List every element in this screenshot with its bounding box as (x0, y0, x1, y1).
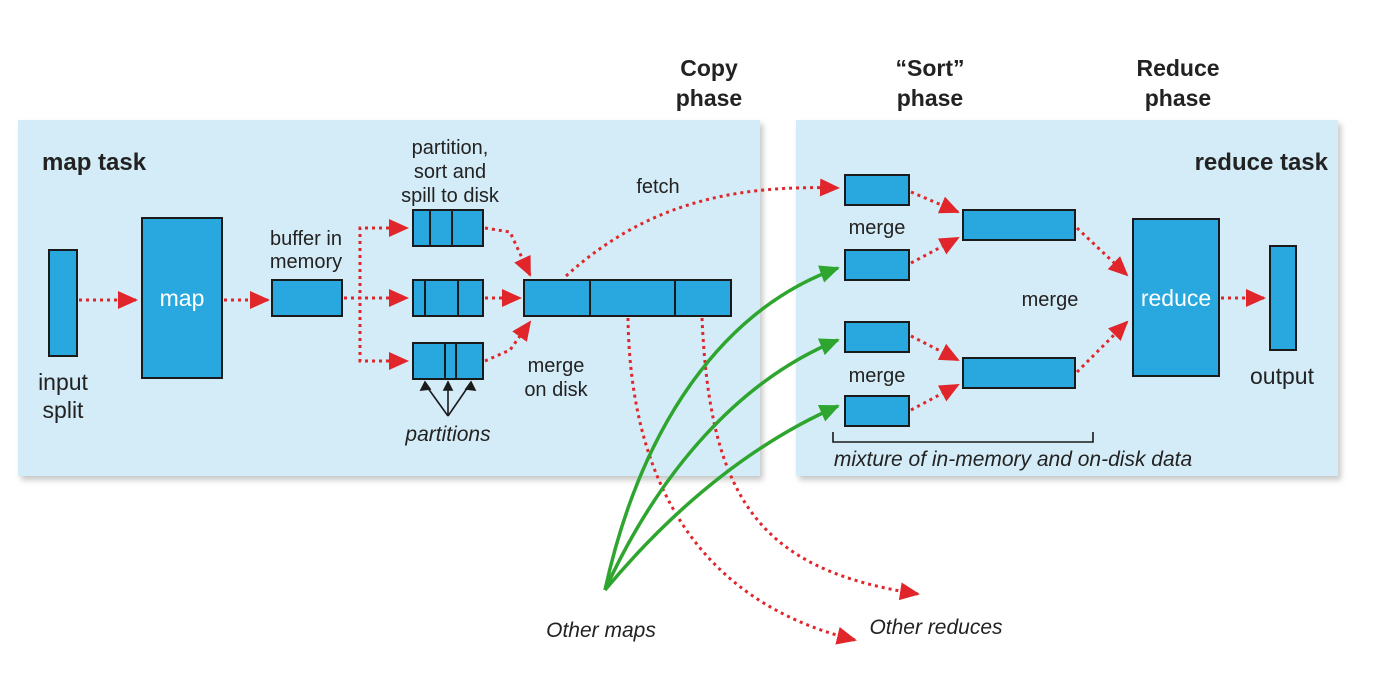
output-box (1269, 245, 1297, 351)
merge-label-top: merge (849, 217, 906, 239)
output-label: output (1250, 363, 1315, 389)
other-maps-label: Other maps (546, 619, 656, 642)
reduce-side-flow-arrows (910, 190, 1266, 412)
other-reduces-label: Other reduces (869, 616, 1003, 639)
merged-run-bottom (962, 357, 1076, 389)
input-split-label-1: input (38, 369, 88, 395)
partition-label-2: sort and (414, 161, 486, 183)
spill-file-top (412, 209, 484, 247)
mixture-label: mixture of in-memory and on-disk data (834, 448, 1192, 471)
reduce-label: reduce (1141, 285, 1211, 311)
input-split-box (48, 249, 78, 357)
reduce-task-title: reduce task (1195, 149, 1329, 176)
copied-segment-4 (844, 395, 910, 427)
reduce-box (1132, 218, 1220, 377)
buffer-box (271, 279, 343, 317)
copied-segment-3 (844, 321, 910, 353)
merged-run-top (962, 209, 1076, 241)
copied-segment-1 (844, 174, 910, 206)
partitions-label: partitions (404, 423, 491, 446)
buffer-label-2: memory (270, 251, 342, 273)
partition-label-1: partition, (412, 137, 489, 159)
copy-phase-label-2: phase (676, 85, 742, 111)
other-reduces-arrows (626, 317, 920, 645)
copied-segment-2 (844, 249, 910, 281)
map-side-flow-arrows (79, 219, 532, 370)
map-label: map (160, 285, 205, 311)
buffer-label-1: buffer in (270, 228, 342, 250)
fetch-arrow (564, 178, 840, 278)
reduce-phase-label-2: phase (1145, 85, 1211, 111)
input-split-label-2: split (43, 397, 85, 423)
sort-phase-label-2: phase (897, 85, 963, 111)
other-maps-arrows (603, 265, 840, 592)
merge-on-disk-label-2: on disk (524, 379, 588, 401)
sort-phase-label-1: “Sort” (896, 55, 965, 81)
partition-pointers (419, 380, 477, 417)
reduce-phase-label-1: Reduce (1136, 55, 1219, 81)
merge-on-disk-label-1: merge (528, 355, 585, 377)
copy-phase-label-1: Copy (680, 55, 738, 81)
merged-map-output (523, 279, 732, 317)
merge-label-bottom: merge (849, 365, 906, 387)
spill-file-bottom (412, 342, 484, 380)
partition-label-3: spill to disk (401, 185, 500, 207)
map-task-title: map task (42, 149, 147, 176)
merge-label-middle: merge (1022, 289, 1079, 311)
fetch-label: fetch (636, 176, 679, 198)
spill-file-middle (412, 279, 484, 317)
mixture-bracket (832, 432, 1094, 443)
map-box (141, 217, 223, 379)
